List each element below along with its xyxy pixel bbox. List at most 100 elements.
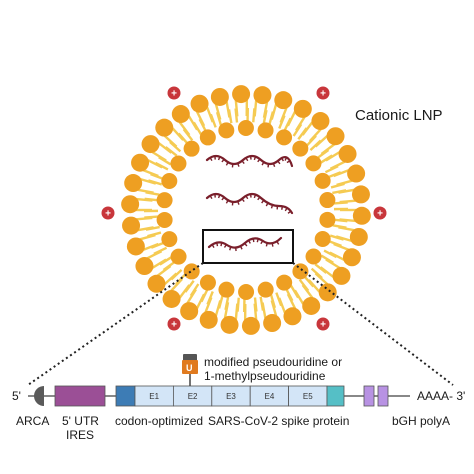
lipid-head-outer [141,135,160,154]
plus-sign: + [377,209,383,220]
rna-base-tick [221,196,225,201]
five-prime-label: 5' [12,389,21,403]
lipid-head-outer [241,316,260,335]
rna-base-tick [245,195,249,200]
lipid-head-inner [156,192,173,209]
plus-sign: + [320,320,326,331]
plus-sign: + [171,320,177,331]
lipid-head-inner [257,281,274,298]
lipid-tail [309,139,322,151]
lipid-tail [330,182,345,189]
rna-base-tick [241,198,245,202]
lipid-head-inner [314,172,331,189]
spike-segment-label: E3 [226,392,236,401]
lipid-tail [275,292,283,307]
lipid-tail [169,141,182,153]
lipid-tail [320,254,334,264]
lipid-tail [324,165,339,174]
lipid-head-outer [347,164,366,183]
rna-base-tick [284,207,288,212]
codon-block [115,385,136,407]
lipid-head-outer [352,206,371,225]
lipid-head-outer [311,112,330,131]
rna-base-tick [209,195,213,200]
lipid-head-outer [122,216,141,235]
lipid-head-outer [326,127,345,146]
lipid-tail [170,269,183,281]
lipid-tail [323,249,338,259]
rna-base-tick [237,163,240,167]
lipid-tail [217,294,224,309]
rna-base-tick [217,156,221,161]
lipid-head-inner [276,274,293,291]
lipid-head-outer [342,248,361,267]
lipid-tail [303,275,315,288]
lipid-head-outer [232,85,251,104]
lipid-head-outer [332,266,351,285]
lipid-tail [209,113,217,128]
cationic-charges: ++++++ [101,86,387,331]
utr-ires-block [54,385,106,407]
lipid-tail [154,161,169,171]
rna-base-tick [277,160,281,165]
lipid-head-outer [263,314,282,333]
lipid-tail [327,239,342,248]
lipid-head-inner [319,192,336,209]
lipid-tail [283,117,292,132]
lipid-tail [227,109,233,124]
rna-base-tick [257,158,261,163]
lipid-tail [329,234,344,241]
lipid-head-inner [314,231,331,248]
spike-segment-label: E1 [149,392,159,401]
lipid-tail [236,297,240,312]
rna-base-tick [271,243,274,247]
rna-base-tick [211,244,215,248]
rna-base-tick [241,160,245,164]
lipid-bilayer [121,85,371,335]
lipid-tail [292,123,303,137]
lipid-head-outer [162,289,181,308]
rna-base-tick [261,161,265,166]
lipid-head-outer [302,296,321,315]
lipid-tail [224,295,230,311]
lipid-head-inner [199,274,216,291]
spike-label: SARS-CoV-2 spike protein [208,414,349,428]
lipid-head-inner [161,172,178,189]
rna-base-tick [247,240,251,244]
lipid-tail [333,218,348,223]
rna-base-tick [245,157,249,162]
rna-base-tick [252,238,255,243]
u-letter: U [186,363,193,373]
rna-base-tick [237,201,240,205]
lipid-tail [206,291,214,305]
lipid-head-outer [199,310,218,329]
lipid-tail [332,189,347,195]
pseudouridine-marker: U [182,354,198,386]
lipid-tail [162,260,176,271]
lipid-head-inner [170,248,187,265]
spike-segment-label: E2 [188,392,198,401]
lipid-tail [158,156,172,166]
lipid-tail [177,132,189,145]
lipid-tail [145,225,160,231]
lipid-tail [215,111,223,126]
lipid-tail [147,231,162,238]
spike-segment-label: E5 [303,392,313,401]
lipid-tail [150,241,165,249]
mrna-strand [207,236,283,249]
lipid-tail [198,118,208,133]
lipid-head-inner [170,155,187,172]
lipid-head-inner [161,231,178,248]
rna-base-tick [217,194,221,199]
lipid-head-outer [155,118,174,137]
rna-base-tick [276,241,280,245]
positive-charge: + [316,86,330,100]
lipid-tail [159,256,173,266]
lipid-tail [278,115,286,129]
mrna-strand [205,154,294,168]
rna-base-tick [209,157,213,162]
lipid-tail [253,297,258,312]
lipid-tail [319,154,333,164]
rna-base-tick [257,196,261,201]
